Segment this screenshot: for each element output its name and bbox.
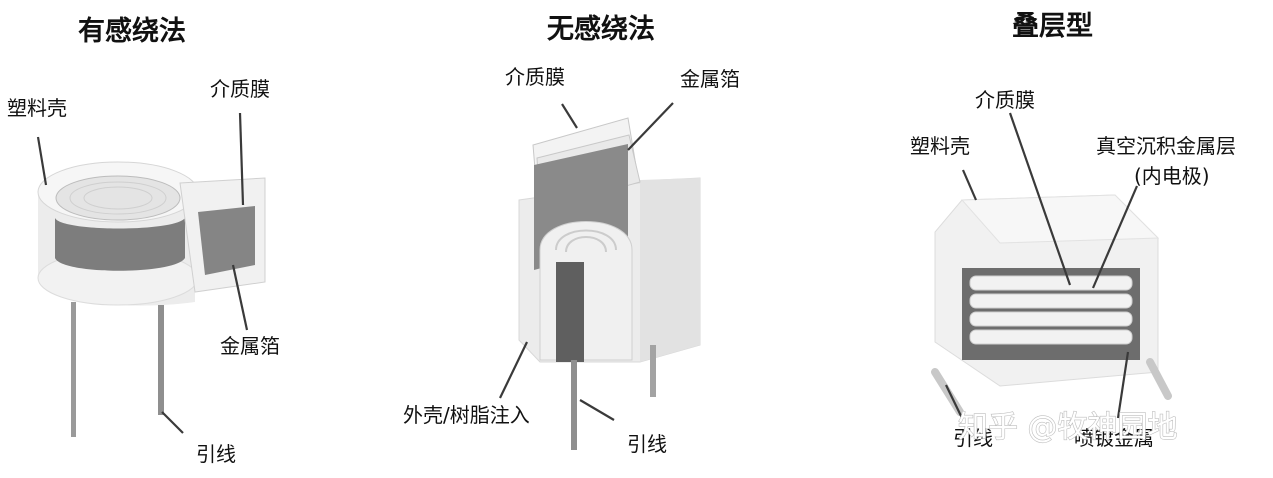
label-dielectric: 介质膜: [210, 77, 270, 101]
panel-3-title: 叠层型: [1012, 11, 1093, 42]
leader-dielectric: [561, 103, 578, 129]
leader-foil: [231, 264, 249, 331]
coil-ring-2: [83, 186, 153, 210]
leader-lead: [945, 384, 963, 419]
panel-1-title: 有感绕法: [78, 15, 186, 47]
roll-core: [556, 262, 584, 362]
unrolled-foil: [198, 206, 255, 275]
label-lead: 引线: [627, 432, 667, 456]
coil-top: [55, 175, 181, 221]
label-electrode-line1: 真空沉积金属层: [1096, 134, 1236, 158]
label-dielectric: 介质膜: [505, 65, 565, 89]
leader-spray: [1116, 351, 1130, 419]
label-foil: 金属箔: [220, 334, 280, 358]
lead-wire-left: [571, 360, 577, 450]
stack-layer-2: [969, 293, 1133, 309]
stacked-shell-top: [960, 194, 1160, 244]
label-foil: 金属箔: [680, 67, 740, 91]
label-lead: 引线: [953, 426, 993, 450]
leader-lead: [579, 399, 615, 421]
leader-dielectric: [238, 112, 245, 206]
label-shell: 塑料壳: [910, 134, 970, 158]
leader-shell: [961, 169, 978, 201]
stack-layer-4: [969, 329, 1133, 345]
lead-wire-left: [71, 302, 76, 437]
roll-body: [539, 221, 633, 361]
stack-layer-1: [969, 275, 1133, 291]
roll-arc-1: [555, 229, 617, 251]
leader-shell: [36, 136, 48, 186]
non-inductive-capacitor-illustration: [518, 117, 701, 450]
panel-stacked-type: 叠层型 介质膜 塑料壳 真空沉积金属层 (内电极) 引线 喷镀金属: [910, 11, 1236, 450]
lead-wire-right: [158, 305, 164, 415]
label-dielectric: 介质膜: [975, 88, 1035, 112]
lead-wire-right: [650, 345, 656, 397]
stacked-capacitor-illustration: [931, 194, 1172, 416]
panel-2-title: 无感绕法: [547, 13, 655, 45]
leader-shell: [499, 341, 528, 399]
leader-lead: [161, 411, 184, 434]
label-shell: 塑料壳: [7, 96, 67, 120]
panel-inductive-winding: 有感绕法 塑料壳 介质膜 金属箔 引线: [7, 15, 280, 466]
box-shell-side: [640, 178, 700, 362]
lead-wire-right: [1146, 358, 1172, 400]
leader-electrode: [1091, 185, 1139, 289]
inductive-capacitor-illustration: [37, 161, 266, 437]
stack-layer-3: [969, 311, 1133, 327]
watermark: 知乎 @牧神园地: [958, 410, 1178, 445]
panel-non-inductive-winding: 无感绕法 介质膜 金属箔 外壳/树脂注入 引线: [403, 13, 740, 456]
foil-band: [55, 218, 185, 271]
label-lead: 引线: [196, 442, 236, 466]
label-shell: 外壳/树脂注入: [403, 403, 530, 427]
roll-arc-2: [565, 236, 607, 253]
leader-dielectric: [1008, 112, 1072, 286]
label-spray: 喷镀金属: [1074, 426, 1154, 450]
coil-ring-1: [69, 181, 167, 215]
leader-foil: [627, 102, 674, 151]
label-electrode-line2: (内电极): [1134, 164, 1210, 188]
